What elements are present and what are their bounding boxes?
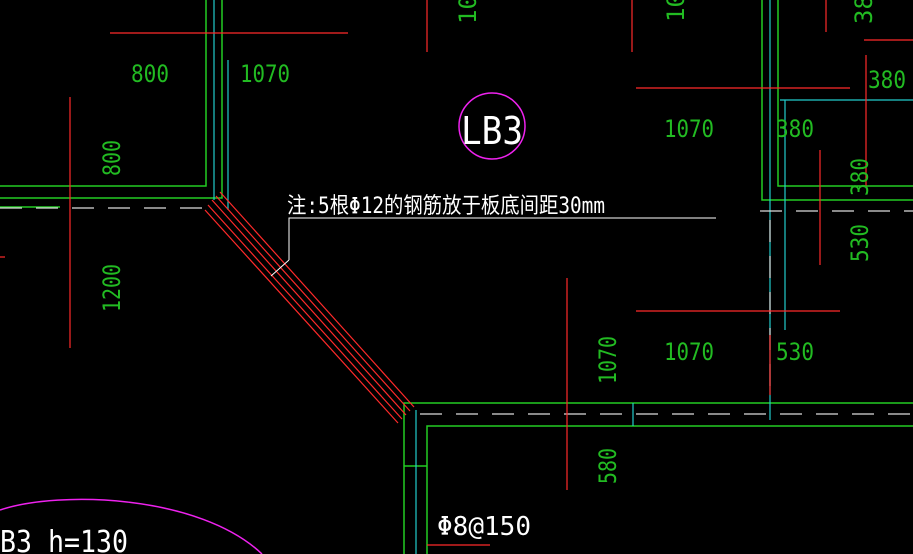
- dim-1200-left: 1200: [98, 264, 126, 312]
- dim-10-top-right-clip: 10: [662, 0, 690, 22]
- dim-1070-mid-right: 1070: [664, 115, 714, 143]
- diag-rebar-5: [219, 191, 415, 408]
- diag-rebar-1: [204, 209, 399, 424]
- wall-upper-left-inner: [0, 0, 207, 187]
- diag-rebar-4: [215, 195, 411, 412]
- diag-rebar-2: [207, 204, 403, 420]
- note-leader: [270, 217, 716, 277]
- dim-800-left: 800: [98, 140, 126, 176]
- slab-tag-circle: [458, 92, 526, 160]
- slab-tag[interactable]: LB3: [458, 92, 526, 160]
- slab-boundary-arc: [0, 498, 263, 554]
- wall-upper-right-outer: [761, 0, 913, 201]
- rebar-note[interactable]: 注:5根Φ12的钢筋放于板底间距30mm: [287, 194, 605, 219]
- wall-lower-right-outer: [403, 402, 913, 554]
- dim-1070-vert-center: 1070: [594, 336, 622, 384]
- dim-380-right: 380: [868, 66, 906, 94]
- wall-upper-right-inner: [777, 0, 913, 187]
- dimension-labels: 800 1070 1070 380 380 1070 530 800 1200 …: [98, 0, 906, 484]
- rebar-spec-label[interactable]: Φ8@150: [437, 512, 531, 542]
- wall-lower-right-inner: [426, 425, 913, 554]
- axis-lines: [213, 0, 913, 554]
- dim-380-mid-right: 380: [776, 115, 814, 143]
- diag-rebar-3: [211, 199, 407, 416]
- dim-380-right-vert: 380: [846, 158, 874, 196]
- dim-800-top: 800: [131, 60, 169, 88]
- dim-1070-bottom-right: 1070: [664, 338, 714, 366]
- wall-upper-left-outer: [0, 0, 223, 199]
- dim-530-bottom-right: 530: [776, 338, 814, 366]
- dim-10-top-clip: 10: [454, 0, 482, 24]
- dim-580-vert-center: 580: [594, 448, 622, 484]
- dim-38-top-far-clip: 38: [850, 0, 878, 24]
- slab-thickness-label[interactable]: B3 h=130: [0, 525, 128, 554]
- leader-line: [288, 217, 716, 260]
- leader-tick: [270, 259, 290, 277]
- slab-tag-label: LB3: [461, 109, 523, 153]
- dim-1070-top-left: 1070: [240, 60, 290, 88]
- dim-530-right-vert: 530: [846, 224, 874, 262]
